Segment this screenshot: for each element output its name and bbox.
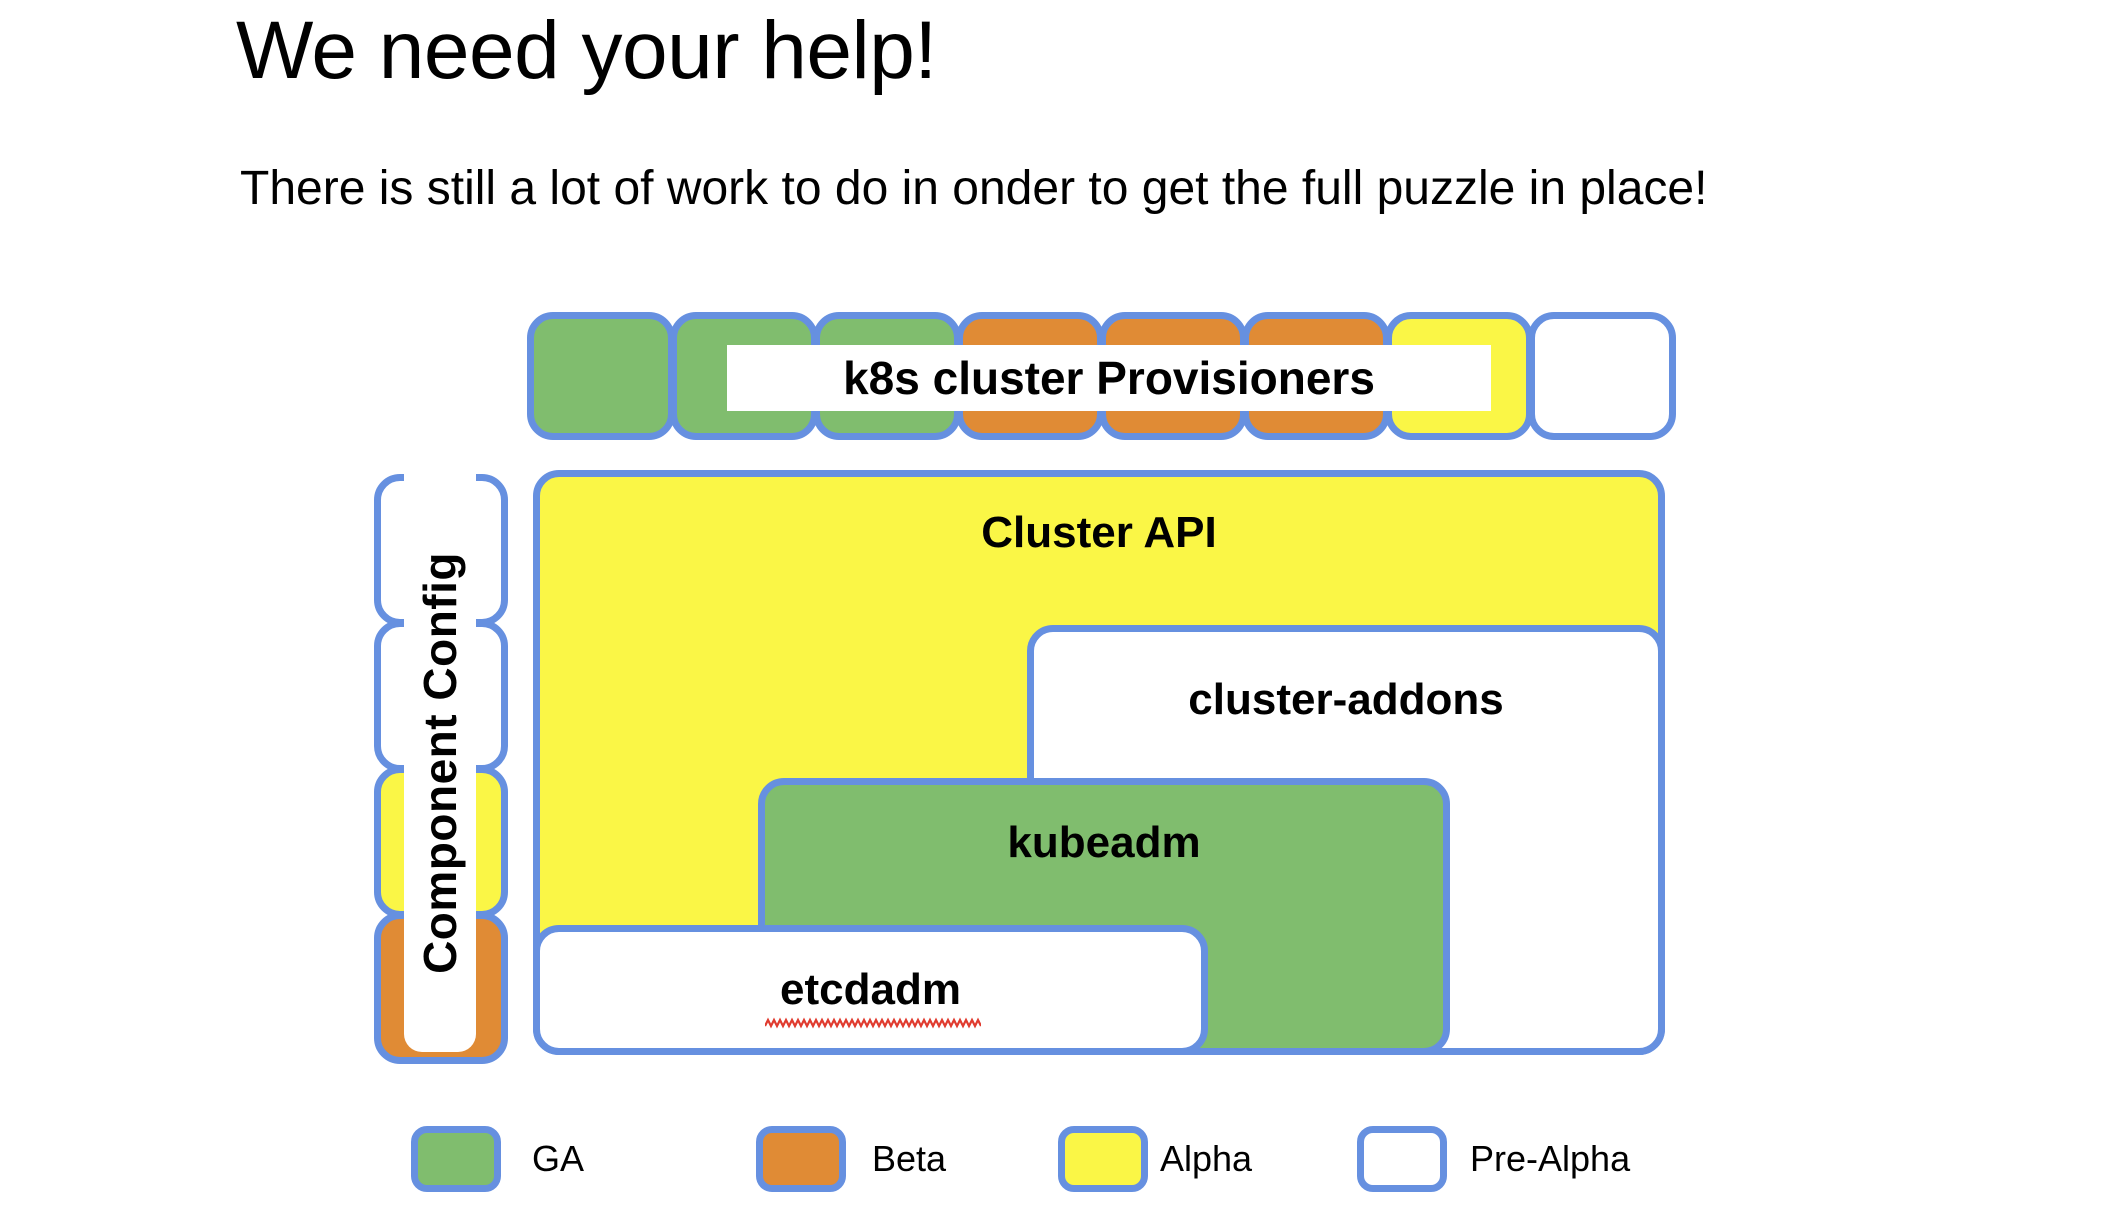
- provisioner-cell-8: [1528, 312, 1676, 440]
- page-subtitle: There is still a lot of work to do in on…: [240, 162, 1708, 215]
- legend-swatch-ga: [411, 1126, 501, 1192]
- box-label-etcdadm: etcdadm: [780, 965, 961, 1014]
- legend-label-beta: Beta: [872, 1138, 947, 1179]
- provisioners-label: k8s cluster Provisioners: [843, 352, 1375, 404]
- box-etcdadm: [533, 925, 1208, 1055]
- box-label-kubeadm: kubeadm: [1007, 818, 1201, 867]
- legend-swatch-prealpha: [1357, 1126, 1447, 1192]
- spellcheck-underline-icon: [765, 1017, 981, 1029]
- legend-label-alpha: Alpha: [1160, 1138, 1253, 1179]
- legend-swatch-beta: [756, 1126, 846, 1192]
- legend-swatch-alpha: [1058, 1126, 1148, 1192]
- legend-label-prealpha: Pre-Alpha: [1470, 1138, 1631, 1179]
- provisioners-label-banner: k8s cluster Provisioners: [727, 345, 1491, 411]
- component-config-label-banner: Component Config: [404, 474, 476, 1052]
- page-title: We need your help!: [236, 5, 937, 96]
- provisioner-cell-1: [527, 312, 675, 440]
- box-label-cluster-addons: cluster-addons: [1188, 675, 1504, 724]
- legend-label-ga: GA: [532, 1138, 585, 1179]
- box-label-cluster-api: Cluster API: [981, 508, 1217, 557]
